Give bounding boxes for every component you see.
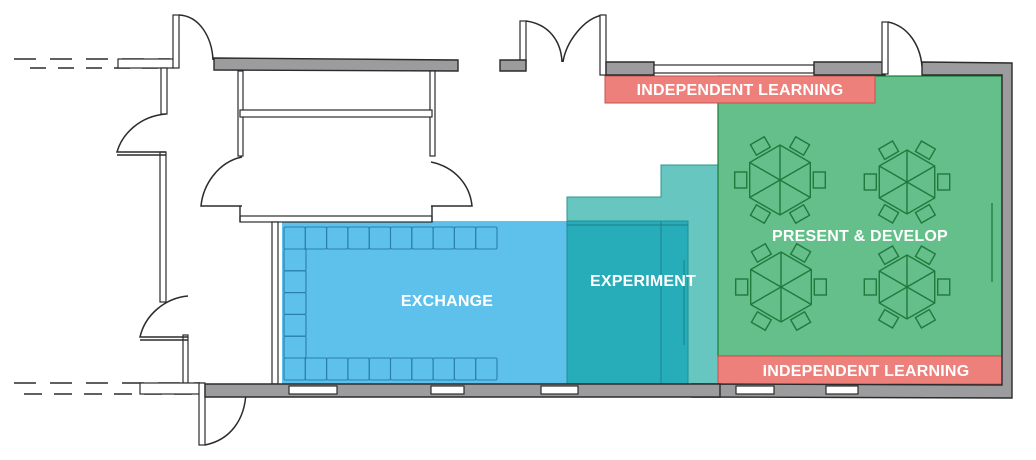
table-segment-line: [878, 165, 908, 183]
table-segment-line: [906, 165, 936, 183]
corridor-wall-top: [117, 58, 175, 69]
table-segment-line: [878, 286, 908, 304]
door-leaf-top-centre-right[interactable]: [599, 14, 607, 76]
label-exchange: EXCHANGE: [401, 293, 493, 310]
tables-layer: [733, 135, 951, 332]
bench-seating: [283, 226, 498, 381]
chair: [789, 310, 812, 332]
table-segment-line: [906, 286, 936, 304]
door-leaf-bottom-left[interactable]: [198, 382, 206, 446]
hexagonal-table-4[interactable]: [863, 245, 951, 329]
bench-module: [283, 335, 307, 359]
zone-exchange[interactable]: [282, 221, 570, 384]
window-bottom-2[interactable]: [430, 385, 465, 395]
door-left-upper[interactable]: [116, 113, 167, 153]
chair: [812, 171, 827, 189]
chair: [877, 203, 900, 224]
table-segment-line: [750, 286, 782, 306]
wall-top-centre: [499, 59, 527, 72]
chair: [877, 140, 900, 161]
label-independent-learning-bottom: INDEPENDENT LEARNING: [763, 363, 970, 380]
chair: [877, 308, 900, 329]
entry-threshold: [239, 215, 433, 223]
table-segment-line: [779, 179, 811, 199]
door-leaf-top-right[interactable]: [881, 21, 889, 75]
table-segment-line: [779, 161, 811, 181]
window-bottom-1[interactable]: [288, 385, 338, 395]
bench-module: [475, 226, 498, 250]
table-segment-line: [878, 270, 908, 288]
window-bottom-4[interactable]: [735, 385, 775, 395]
label-experiment: EXPERIMENT: [590, 273, 696, 290]
chair: [813, 278, 828, 296]
chair: [914, 203, 937, 224]
door-top-centre-left[interactable]: [525, 20, 563, 63]
chair: [750, 310, 773, 332]
door-leaf-top-left[interactable]: [172, 14, 180, 69]
chair: [914, 308, 937, 329]
chair: [734, 278, 749, 296]
door-top-centre-right[interactable]: [562, 14, 604, 63]
door-entry-right[interactable]: [430, 161, 473, 207]
chair: [877, 245, 900, 266]
chair: [937, 278, 951, 296]
table-segment-line: [780, 268, 812, 288]
hexagonal-table-1[interactable]: [733, 135, 827, 225]
entry-beam: [239, 109, 433, 118]
chair: [914, 140, 937, 161]
wall-exchange-left: [271, 221, 279, 385]
chair: [788, 135, 811, 157]
table-segment-line: [749, 179, 781, 199]
wall-left-lower: [182, 334, 189, 384]
zone-experiment[interactable]: [566, 220, 689, 385]
corridor-wall-bottom: [139, 382, 205, 395]
chair: [914, 245, 937, 266]
hexagonal-table-3[interactable]: [734, 242, 828, 332]
door-top-right[interactable]: [887, 21, 923, 67]
chair: [749, 203, 772, 225]
door-bottom-left[interactable]: [204, 391, 247, 446]
labels-layer: INDEPENDENT LEARNING INDEPENDENT LEARNIN…: [401, 82, 969, 380]
label-independent-learning-top: INDEPENDENT LEARNING: [637, 82, 844, 99]
chair: [789, 242, 812, 264]
table-segment-line: [780, 286, 812, 306]
wall-top-left: [213, 57, 459, 72]
experiment-details: [567, 221, 688, 384]
wall-top-right-b: [813, 61, 886, 76]
table-segment-line: [878, 181, 908, 199]
table-segment-line: [906, 270, 936, 288]
zone-independent-learning-top[interactable]: [604, 75, 876, 104]
chair: [937, 173, 951, 191]
label-present-develop: PRESENT & DEVELOP: [772, 228, 948, 245]
wall-top-right-a: [605, 61, 655, 76]
table-segment-line: [906, 181, 936, 199]
door-entry-left[interactable]: [200, 156, 243, 207]
bench-module: [475, 357, 498, 381]
chair: [863, 278, 877, 296]
chair: [750, 242, 773, 264]
window-bottom-5[interactable]: [825, 385, 859, 395]
chair: [863, 173, 877, 191]
table-segment-line: [749, 161, 781, 181]
wall-left-upper: [160, 67, 168, 115]
chair: [788, 203, 811, 225]
wall-left-middle: [159, 151, 167, 303]
chair: [733, 171, 748, 189]
table-segment-line: [750, 268, 782, 288]
walls-layer: [14, 14, 1013, 446]
chair: [749, 135, 772, 157]
hexagonal-table-2[interactable]: [863, 140, 951, 224]
window-bottom-3[interactable]: [540, 385, 579, 395]
door-left-lower[interactable]: [139, 295, 189, 338]
door-top-left[interactable]: [178, 14, 214, 61]
window-top[interactable]: [653, 64, 815, 74]
